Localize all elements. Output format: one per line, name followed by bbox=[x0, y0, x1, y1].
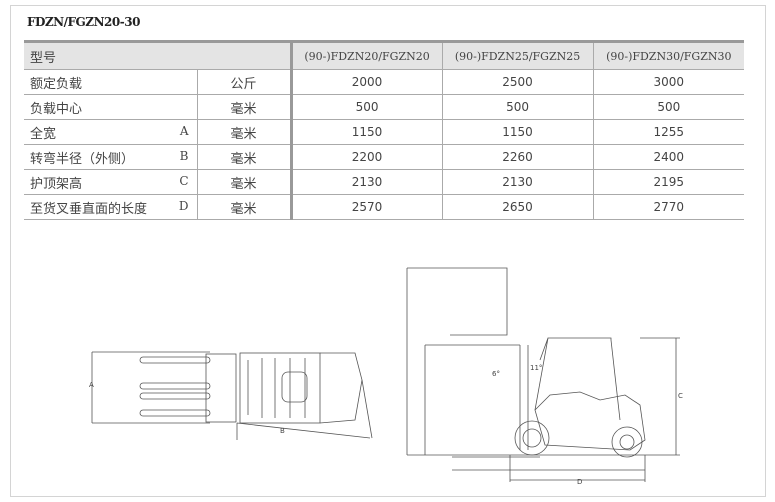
row-label-text: 护顶架高 bbox=[30, 176, 83, 192]
row-unit: 毫米 bbox=[196, 94, 292, 120]
row-dimension-letter: A bbox=[179, 124, 189, 138]
row-unit: 毫米 bbox=[196, 169, 292, 195]
header-model: (90-)FDZN25/FGZN25 bbox=[441, 41, 594, 70]
table-header-row: 型号 (90-)FDZN20/FGZN20 (90-)FDZN25/FGZN25… bbox=[24, 41, 745, 70]
row-value: 2650 bbox=[441, 194, 594, 220]
row-label: 额定负载 bbox=[24, 69, 197, 95]
dimension-label-b: B bbox=[280, 427, 285, 435]
row-label-text: 至货叉垂直面的长度 bbox=[30, 201, 148, 217]
row-label: 转弯半径（外侧） B bbox=[24, 144, 197, 170]
row-label-text: 转弯半径（外侧） bbox=[30, 151, 135, 167]
row-value: 2570 bbox=[289, 194, 443, 220]
row-value: 2260 bbox=[441, 144, 594, 170]
spec-table: 型号 (90-)FDZN20/FGZN20 (90-)FDZN25/FGZN25… bbox=[24, 40, 745, 220]
row-value: 2500 bbox=[441, 69, 594, 95]
row-unit: 毫米 bbox=[196, 144, 292, 170]
row-dimension-letter: C bbox=[179, 174, 189, 188]
page-title: FDZN/FGZN20-30 bbox=[27, 15, 140, 29]
row-label-text: 全宽 bbox=[30, 126, 57, 142]
row-value: 500 bbox=[289, 94, 443, 120]
row-dimension-letter: D bbox=[178, 199, 189, 213]
top-view-diagram bbox=[91, 351, 373, 440]
row-value: 2195 bbox=[592, 169, 745, 195]
row-label: 护顶架高 C bbox=[24, 169, 197, 195]
row-unit: 公斤 bbox=[196, 69, 292, 95]
row-label: 至货叉垂直面的长度 D bbox=[24, 194, 197, 220]
row-value: 2770 bbox=[592, 194, 745, 220]
row-value: 1150 bbox=[441, 119, 594, 145]
row-unit: 毫米 bbox=[196, 119, 292, 145]
row-value: 2130 bbox=[441, 169, 594, 195]
header-model: (90-)FDZN20/FGZN20 bbox=[289, 41, 443, 70]
row-value: 1150 bbox=[289, 119, 443, 145]
tilt-back-label: 11° bbox=[530, 364, 542, 372]
row-label-text: 额定负载 bbox=[30, 76, 83, 92]
dimension-label-d: D bbox=[577, 478, 582, 486]
row-label: 负载中心 bbox=[24, 94, 197, 120]
dimension-label-c: C bbox=[678, 392, 683, 400]
row-unit: 毫米 bbox=[196, 194, 292, 220]
row-value: 3000 bbox=[592, 69, 745, 95]
row-value: 2200 bbox=[289, 144, 443, 170]
content-frame bbox=[10, 5, 766, 497]
header-model: (90-)FDZN30/FGZN30 bbox=[592, 41, 745, 70]
row-value: 2130 bbox=[289, 169, 443, 195]
dimension-label-a: A bbox=[89, 381, 94, 389]
row-value: 500 bbox=[592, 94, 745, 120]
row-value: 2000 bbox=[289, 69, 443, 95]
row-value: 1255 bbox=[592, 119, 745, 145]
row-label: 全宽 A bbox=[24, 119, 197, 145]
row-dimension-letter: B bbox=[179, 149, 189, 163]
row-label-text: 负载中心 bbox=[30, 101, 83, 117]
header-model-label: 型号 bbox=[24, 41, 292, 70]
row-value: 500 bbox=[441, 94, 594, 120]
row-value: 2400 bbox=[592, 144, 745, 170]
tilt-forward-label: 6° bbox=[492, 370, 500, 378]
side-view-diagram bbox=[406, 267, 680, 482]
